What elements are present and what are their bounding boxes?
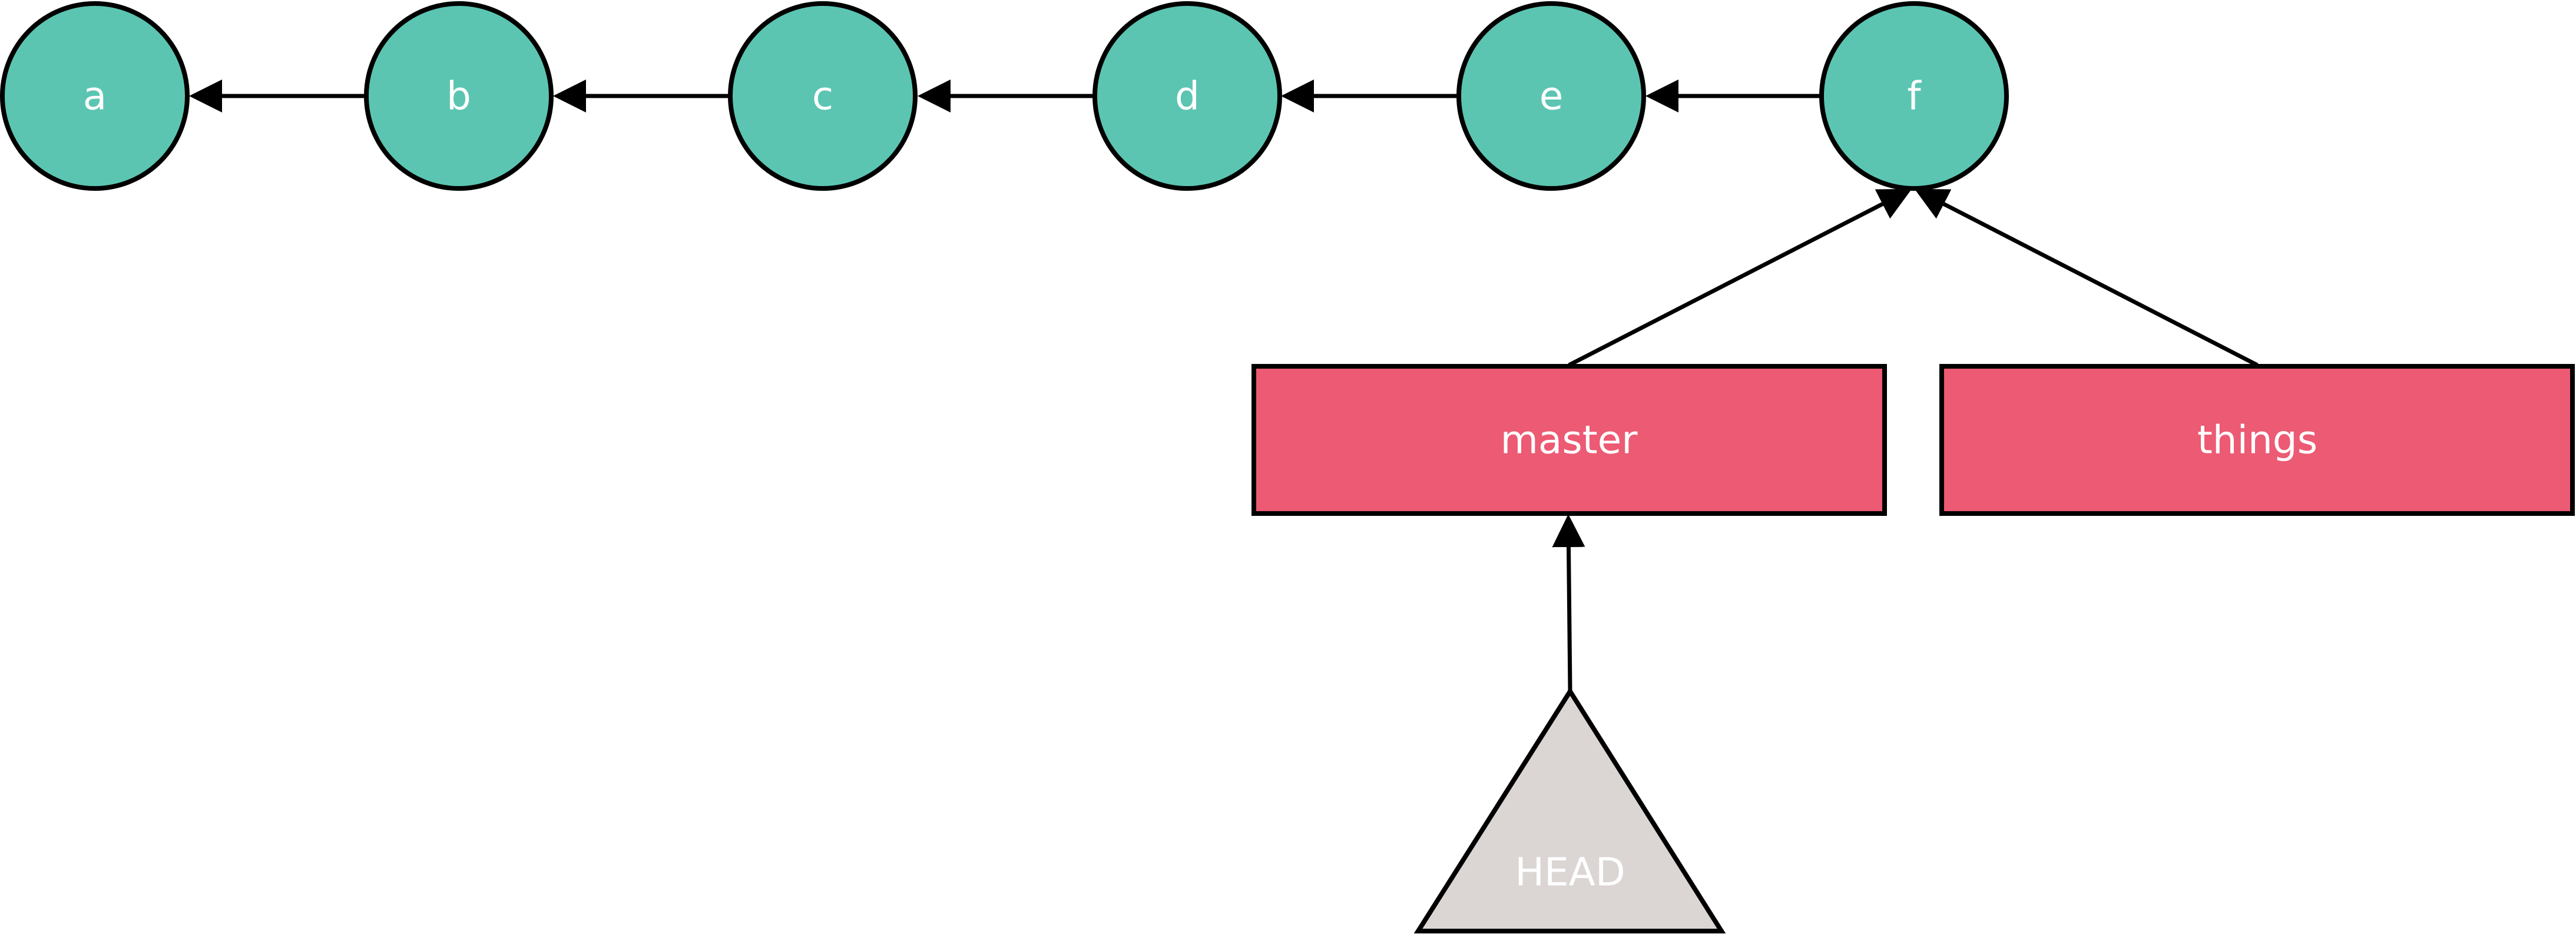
branch-label: things	[2197, 418, 2317, 463]
commit-node-e: e	[1456, 1, 1646, 191]
commit-label: e	[1539, 74, 1564, 119]
branch-edges	[1568, 188, 2259, 367]
commit-circle	[1092, 1, 1282, 191]
commit-label: b	[446, 74, 471, 119]
commit-label: d	[1175, 74, 1200, 119]
branch-label: master	[1501, 418, 1638, 463]
commit-node-d: d	[1092, 1, 1282, 191]
commit-node-b: b	[364, 1, 554, 191]
branch-master: master	[1251, 364, 1887, 516]
head-pointer: HEAD	[1413, 687, 1726, 933]
commit-circle	[0, 1, 190, 191]
commit-node-a: a	[0, 1, 190, 191]
branch-box	[1251, 364, 1887, 516]
commit-node-f: f	[1819, 1, 2009, 191]
edge-things-to-f	[1914, 188, 2259, 367]
branch-box	[1939, 364, 2575, 516]
edge-head-to-master	[1552, 514, 1585, 691]
commit-circle	[1819, 1, 2009, 191]
commit-label: a	[83, 74, 107, 119]
head-label: HEAD	[1515, 850, 1625, 895]
commit-label: c	[812, 74, 833, 119]
commit-label: f	[1907, 74, 1922, 119]
commit-circle	[364, 1, 554, 191]
commit-nodes: a b c d e f	[0, 1, 2009, 191]
edge-master-to-f	[1568, 188, 1912, 367]
head-triangle	[1413, 687, 1726, 933]
commit-circle	[1456, 1, 1646, 191]
commit-node-c: c	[728, 1, 918, 191]
commit-circle	[728, 1, 918, 191]
branch-things: things	[1939, 364, 2575, 516]
